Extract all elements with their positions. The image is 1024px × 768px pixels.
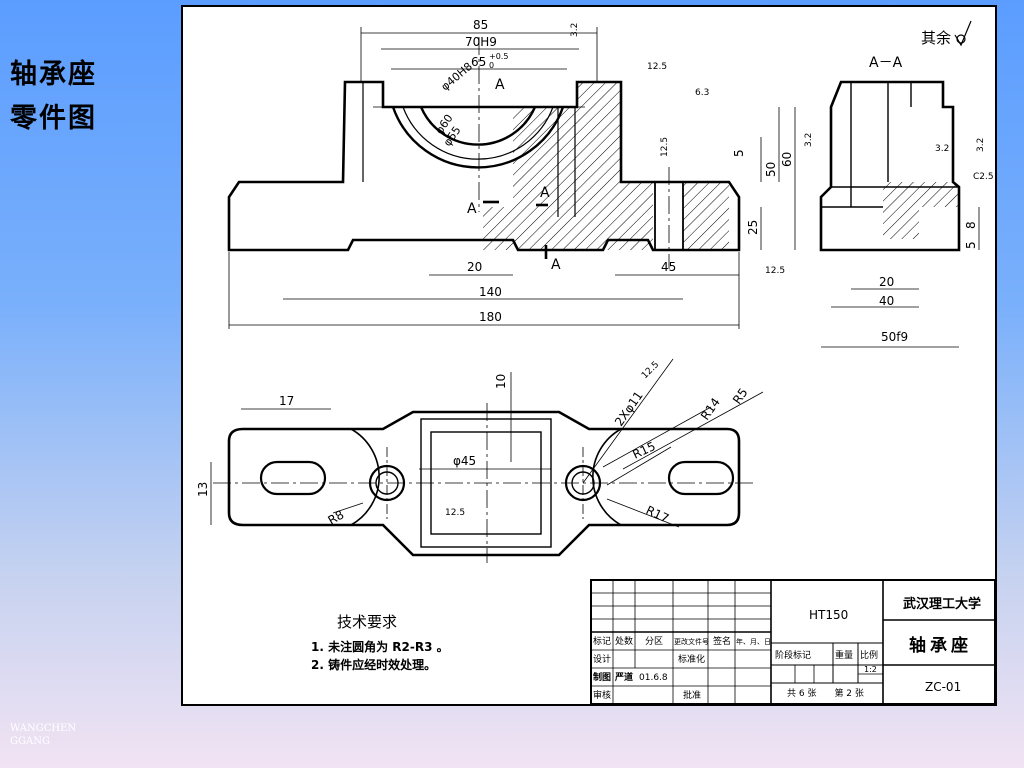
top-dim-r14: R14: [698, 395, 723, 422]
side-dim-50f9: 50f9: [881, 330, 908, 344]
tb-drawing-no: ZC-01: [925, 680, 961, 694]
tb-scale: 1:2: [864, 665, 877, 674]
dim-65-tol-lower: 0: [489, 61, 494, 70]
watermark-line1: WANGCHEN: [10, 723, 77, 734]
tb-hdr-zone: 分区: [645, 636, 663, 647]
drawing-sheet: 其余 A A A A: [181, 5, 997, 706]
dim-140: 140: [479, 285, 502, 299]
tb-university: 武汉理工大学: [903, 596, 981, 612]
title-block-text: HT150 武汉理工大学 轴承座 ZC-01 标记 处数 分区 更改文件号 签名…: [593, 596, 981, 704]
top-dim-r8: R8: [326, 507, 347, 527]
top-dim-10: 10: [494, 374, 508, 389]
side-dim-20: 20: [879, 275, 894, 289]
side-dim-5: 5: [964, 241, 978, 249]
tb-part-name: 轴承座: [909, 635, 972, 656]
top-dim-17: 17: [279, 394, 294, 408]
tech-item-2: 2. 铸件应经时效处理。: [311, 657, 436, 672]
dim-5: 5: [732, 149, 746, 157]
cut-mark-a1: A: [467, 201, 477, 217]
roughness-12-5-b: 12.5: [660, 137, 670, 157]
side-dimensions: [821, 207, 980, 348]
roughness-3-2-d: 3.2: [804, 133, 814, 147]
front-dimensions: [228, 27, 796, 329]
title-block: [590, 579, 995, 704]
top-dim-phi45: φ45: [453, 454, 476, 468]
tb-design: 设计: [593, 653, 611, 665]
side-view: [819, 80, 961, 252]
top-dimension-labels: 17 13 10 φ45 2Xφ11 R14 R5 R15 R17 R8 12.…: [196, 360, 751, 528]
engineering-drawing: 其余 A A A A: [196, 18, 995, 704]
tb-sheet-info: 共 6 张 第 2 张: [787, 687, 864, 699]
tb-standard: 标准化: [678, 653, 705, 665]
dim-45: 45: [661, 260, 676, 274]
roughness-note: 其余: [921, 20, 972, 47]
tb-process: 工艺: [593, 703, 611, 704]
tb-material: HT150: [809, 608, 848, 622]
dim-25: 25: [746, 220, 760, 235]
dim-65-tol-upper: +0.5: [489, 52, 508, 61]
slide-title-line2: 零件图: [10, 103, 97, 134]
dim-60: 60: [780, 152, 794, 167]
tb-hdr-sign: 签名: [713, 635, 731, 647]
roughness-6-3: 6.3: [695, 88, 709, 98]
roughness-note-text: 其余: [921, 29, 951, 47]
tb-stage-mark: 阶段标记: [775, 649, 811, 661]
tb-draw-date: 01.6.8: [639, 673, 668, 683]
tb-hdr-mark: 标记: [593, 635, 611, 647]
top-dim-13: 13: [196, 482, 210, 497]
section-label: A－A: [869, 55, 903, 71]
dim-70h9: 70H9: [465, 35, 497, 49]
slide-title-line1: 轴承座: [10, 59, 97, 90]
top-dim-2xphi11: 2Xφ11: [612, 389, 646, 429]
top-dim-r5: R5: [730, 386, 751, 407]
tb-scale-label: 比例: [860, 649, 878, 661]
roughness-3-2-c: 3.2: [976, 138, 986, 152]
roughness-3-2-a: 3.2: [570, 23, 580, 37]
tb-hdr-date: 年、月、日: [736, 637, 771, 646]
cut-mark-a2: A: [540, 185, 550, 201]
side-dim-40: 40: [879, 294, 894, 308]
watermark: WANGCHEN GGANG: [10, 722, 100, 748]
tb-approve: 批准: [683, 689, 701, 701]
tb-hdr-count: 处数: [615, 635, 633, 647]
cut-mark-a4: A: [495, 77, 505, 93]
tb-weight: 重量: [835, 649, 853, 661]
roughness-12-5-a: 12.5: [647, 62, 667, 72]
dim-50: 50: [764, 162, 778, 177]
tech-requirements: 技术要求 1. 未注圆角为 R2-R3 。 2. 铸件应经时效处理。: [311, 613, 449, 672]
side-dim-c2-5: C2.5: [973, 172, 994, 182]
tb-hdr-docno: 更改文件号: [674, 637, 709, 646]
top-dimensions: [210, 358, 764, 528]
tb-drafter: 严道: [614, 671, 633, 683]
dim-65: 65: [471, 55, 486, 69]
roughness-3-2-b: 3.2: [935, 144, 949, 154]
side-dim-8: 8: [964, 221, 978, 229]
tech-item-1: 1. 未注圆角为 R2-R3 。: [311, 639, 449, 654]
roughness-12-5-e: 12.5: [640, 360, 661, 381]
dim-180: 180: [479, 310, 502, 324]
dim-phi40h8: φ40H8: [439, 60, 475, 93]
dim-85: 85: [473, 18, 488, 32]
top-dim-r15: R15: [630, 439, 657, 462]
tb-draw: 制图: [593, 671, 611, 683]
tech-title: 技术要求: [337, 613, 397, 631]
front-view: [227, 37, 741, 269]
top-view: [213, 403, 755, 563]
roughness-12-5-d: 12.5: [445, 508, 465, 518]
dim-20: 20: [467, 260, 482, 274]
side-dimension-labels: 20 40 50f9 5 8 C2.5 3.2 3.2 3.2: [804, 133, 994, 344]
roughness-12-5-c: 12.5: [765, 266, 785, 276]
watermark-line2: GGANG: [10, 736, 50, 747]
tb-check: 审核: [593, 689, 611, 701]
cut-mark-a3: A: [551, 257, 561, 273]
